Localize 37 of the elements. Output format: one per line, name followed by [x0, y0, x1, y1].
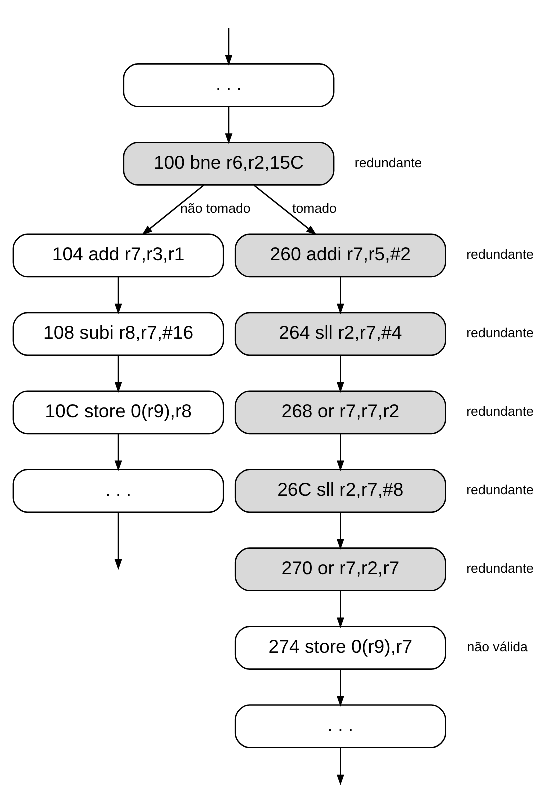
- node-box: 100 bne r6,r2,15C: [123, 142, 335, 186]
- arrow: [336, 355, 344, 392]
- arrow: [225, 106, 233, 144]
- node-box: 264 sll r2,r7,#4: [234, 312, 446, 356]
- node-box: 108 subi r8,r7,#16: [12, 312, 224, 356]
- node-box: . . .: [12, 468, 224, 513]
- node-box: 268 or r7,r7,r2: [234, 390, 446, 434]
- edge-label: não tomado: [180, 200, 251, 216]
- arrow: [336, 434, 344, 471]
- node-box: 270 or r7,r2,r7: [234, 547, 446, 592]
- node-label: não válida: [467, 638, 528, 654]
- arrow: [114, 512, 122, 570]
- node-box: . . .: [234, 704, 446, 748]
- node-label: redundante: [466, 325, 534, 340]
- arrow: [114, 434, 122, 471]
- node-label: redundante: [354, 154, 422, 170]
- node-box: 26C sll r2,r7,#8: [234, 468, 446, 513]
- node-box: . . .: [123, 63, 335, 107]
- arrow: [336, 669, 344, 706]
- arrow: [336, 590, 344, 628]
- node-box: 274 store 0(r9),r7: [234, 626, 446, 670]
- node-label: redundante: [466, 560, 534, 576]
- arrow: [114, 355, 122, 392]
- arrow: [336, 748, 344, 785]
- arrow: [225, 28, 233, 66]
- node-label: redundante: [466, 246, 534, 262]
- node-box: 10C store 0(r9),r8: [12, 390, 224, 434]
- arrow: [336, 276, 344, 314]
- node-box: 260 addi r7,r5,#2: [234, 233, 446, 278]
- edge-label: tomado: [292, 200, 337, 216]
- node-box: 104 add r7,r3,r1: [12, 233, 224, 278]
- arrow: [254, 184, 317, 235]
- arrow: [336, 512, 344, 550]
- arrow: [114, 276, 122, 314]
- arrow: [142, 184, 204, 236]
- node-label: redundante: [466, 403, 534, 418]
- node-label: redundante: [466, 482, 534, 497]
